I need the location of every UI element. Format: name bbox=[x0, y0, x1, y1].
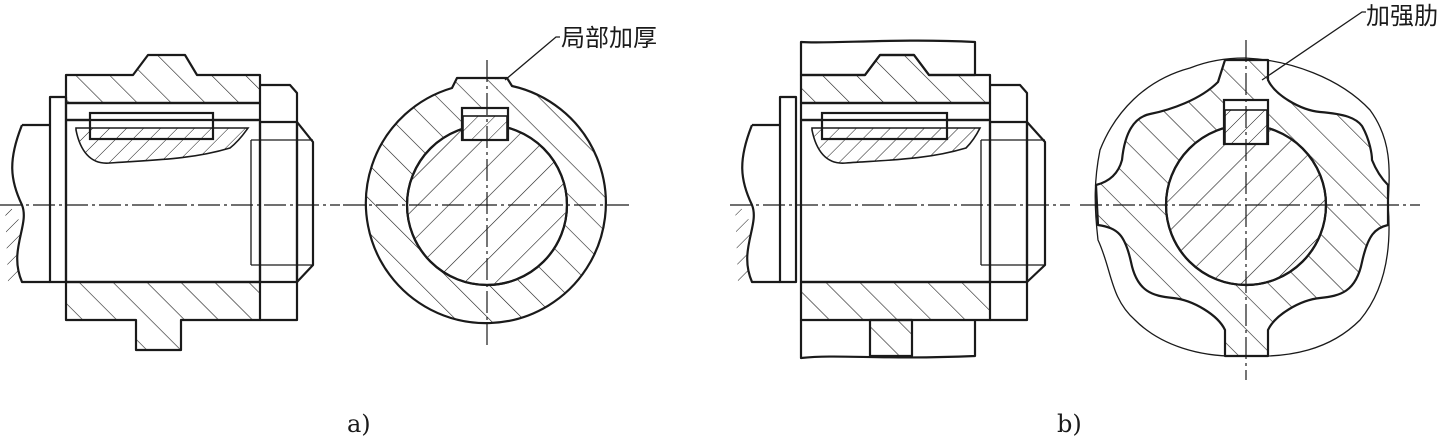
hub-top-section-a bbox=[64, 53, 262, 105]
caption-b: b) bbox=[1057, 410, 1082, 438]
figure-a-end-view: 局部加厚 bbox=[343, 24, 657, 345]
hub-bottom-section-b bbox=[799, 280, 992, 322]
figure-a-side-view bbox=[0, 53, 340, 352]
leader-line-a bbox=[504, 36, 560, 81]
left-plate-a bbox=[48, 95, 68, 284]
callout-label-b: 加强肋 bbox=[1366, 2, 1438, 30]
leader-line-b bbox=[1261, 11, 1366, 81]
hub-bottom-section-a bbox=[64, 280, 262, 352]
hub-top-section-b bbox=[799, 53, 992, 105]
caption-a: a) bbox=[347, 410, 371, 438]
hub-outline-b bbox=[1094, 57, 1390, 357]
figure-b-end-view: 加强肋 bbox=[1080, 2, 1438, 380]
figure-b-side-view bbox=[730, 39, 1070, 360]
callout-label-a: 局部加厚 bbox=[561, 24, 657, 52]
shaft-a bbox=[11, 123, 50, 284]
